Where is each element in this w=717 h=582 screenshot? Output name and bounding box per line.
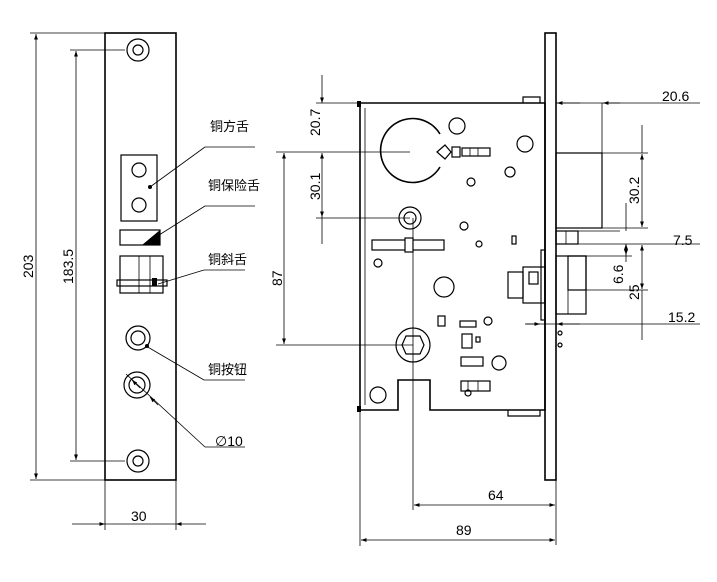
dim-30-1-text: 30.1 [307, 173, 323, 200]
dim-203-text: 203 [20, 254, 36, 278]
dim-latch-height: 25 [586, 245, 648, 340]
lower-button [123, 371, 151, 399]
copper-latch-tongue-label: 铜斜舌 [208, 253, 247, 268]
dim-top-offset: 20.7 [307, 75, 360, 136]
deadbolt-block [555, 152, 603, 229]
dim-89-text: 89 [456, 522, 472, 538]
label-button: 铜按钮 [145, 345, 247, 381]
side-faceplate [544, 32, 557, 481]
dim-case-depth: 89 [359, 410, 555, 546]
dim-7-5-text: 7.5 [673, 232, 693, 248]
dim-small-gap: 7.5 [578, 203, 700, 262]
dim-total-height: 203 [20, 32, 105, 481]
dim-30-text: 30 [131, 508, 147, 524]
dim-latch-offset: 6.6 [586, 245, 632, 284]
dim-latch-bottom: 15.2 [525, 309, 700, 326]
side-view: 20.7 30.1 87 64 89 [269, 32, 700, 546]
dim-hub-spacing: 87 [269, 153, 413, 346]
dim-25-text: 25 [626, 284, 642, 300]
copper-button [125, 325, 151, 351]
lock-case [359, 102, 546, 411]
cylinder-ring [379, 117, 491, 184]
dim-screw-spacing: 183.5 [60, 49, 125, 462]
copper-square-tongue-label: 铜方舌 [210, 119, 249, 135]
dim-deadbolt-height: 30.2 [602, 125, 648, 229]
safety-tongue [119, 229, 161, 246]
copper-safety-tongue-label: 铜保险舌 [208, 179, 260, 194]
front-view: 铜方舌 铜保险舌 铜斜舌 铜按钮 ∅10 20 [20, 32, 260, 530]
dim-width: 30 [72, 480, 206, 530]
latch-mechanism [507, 249, 587, 348]
bottom-screw-hole [126, 449, 150, 473]
label-safety-tongue: 铜保险舌 [147, 179, 260, 243]
dim-6-6-text: 6.6 [610, 264, 626, 284]
latch-tongue [116, 255, 168, 294]
dim-20-7-text: 20.7 [307, 109, 323, 136]
dim-183-5-text: 183.5 [60, 249, 76, 284]
dim-cylinder-to-hub: 30.1 [276, 151, 410, 244]
copper-button-label: 铜按钮 [208, 363, 247, 378]
dim-20-6-text: 20.6 [662, 88, 689, 104]
dim-30-2-text: 30.2 [626, 177, 642, 204]
square-tongue [120, 154, 158, 222]
dim-faceplate-depth: 20.6 [556, 88, 700, 153]
faceplate [104, 32, 177, 481]
label-diameter: ∅10 [125, 373, 245, 449]
label-latch-tongue: 铜斜舌 [157, 253, 247, 285]
top-screw-hole [126, 38, 150, 62]
diameter-label: ∅10 [215, 433, 243, 449]
label-square-tongue: 铜方舌 [149, 119, 255, 188]
dim-87-text: 87 [269, 270, 285, 286]
dim-64-text: 64 [488, 487, 504, 503]
dim-15-2-text: 15.2 [668, 309, 695, 325]
dim-backset: 64 [414, 480, 557, 545]
